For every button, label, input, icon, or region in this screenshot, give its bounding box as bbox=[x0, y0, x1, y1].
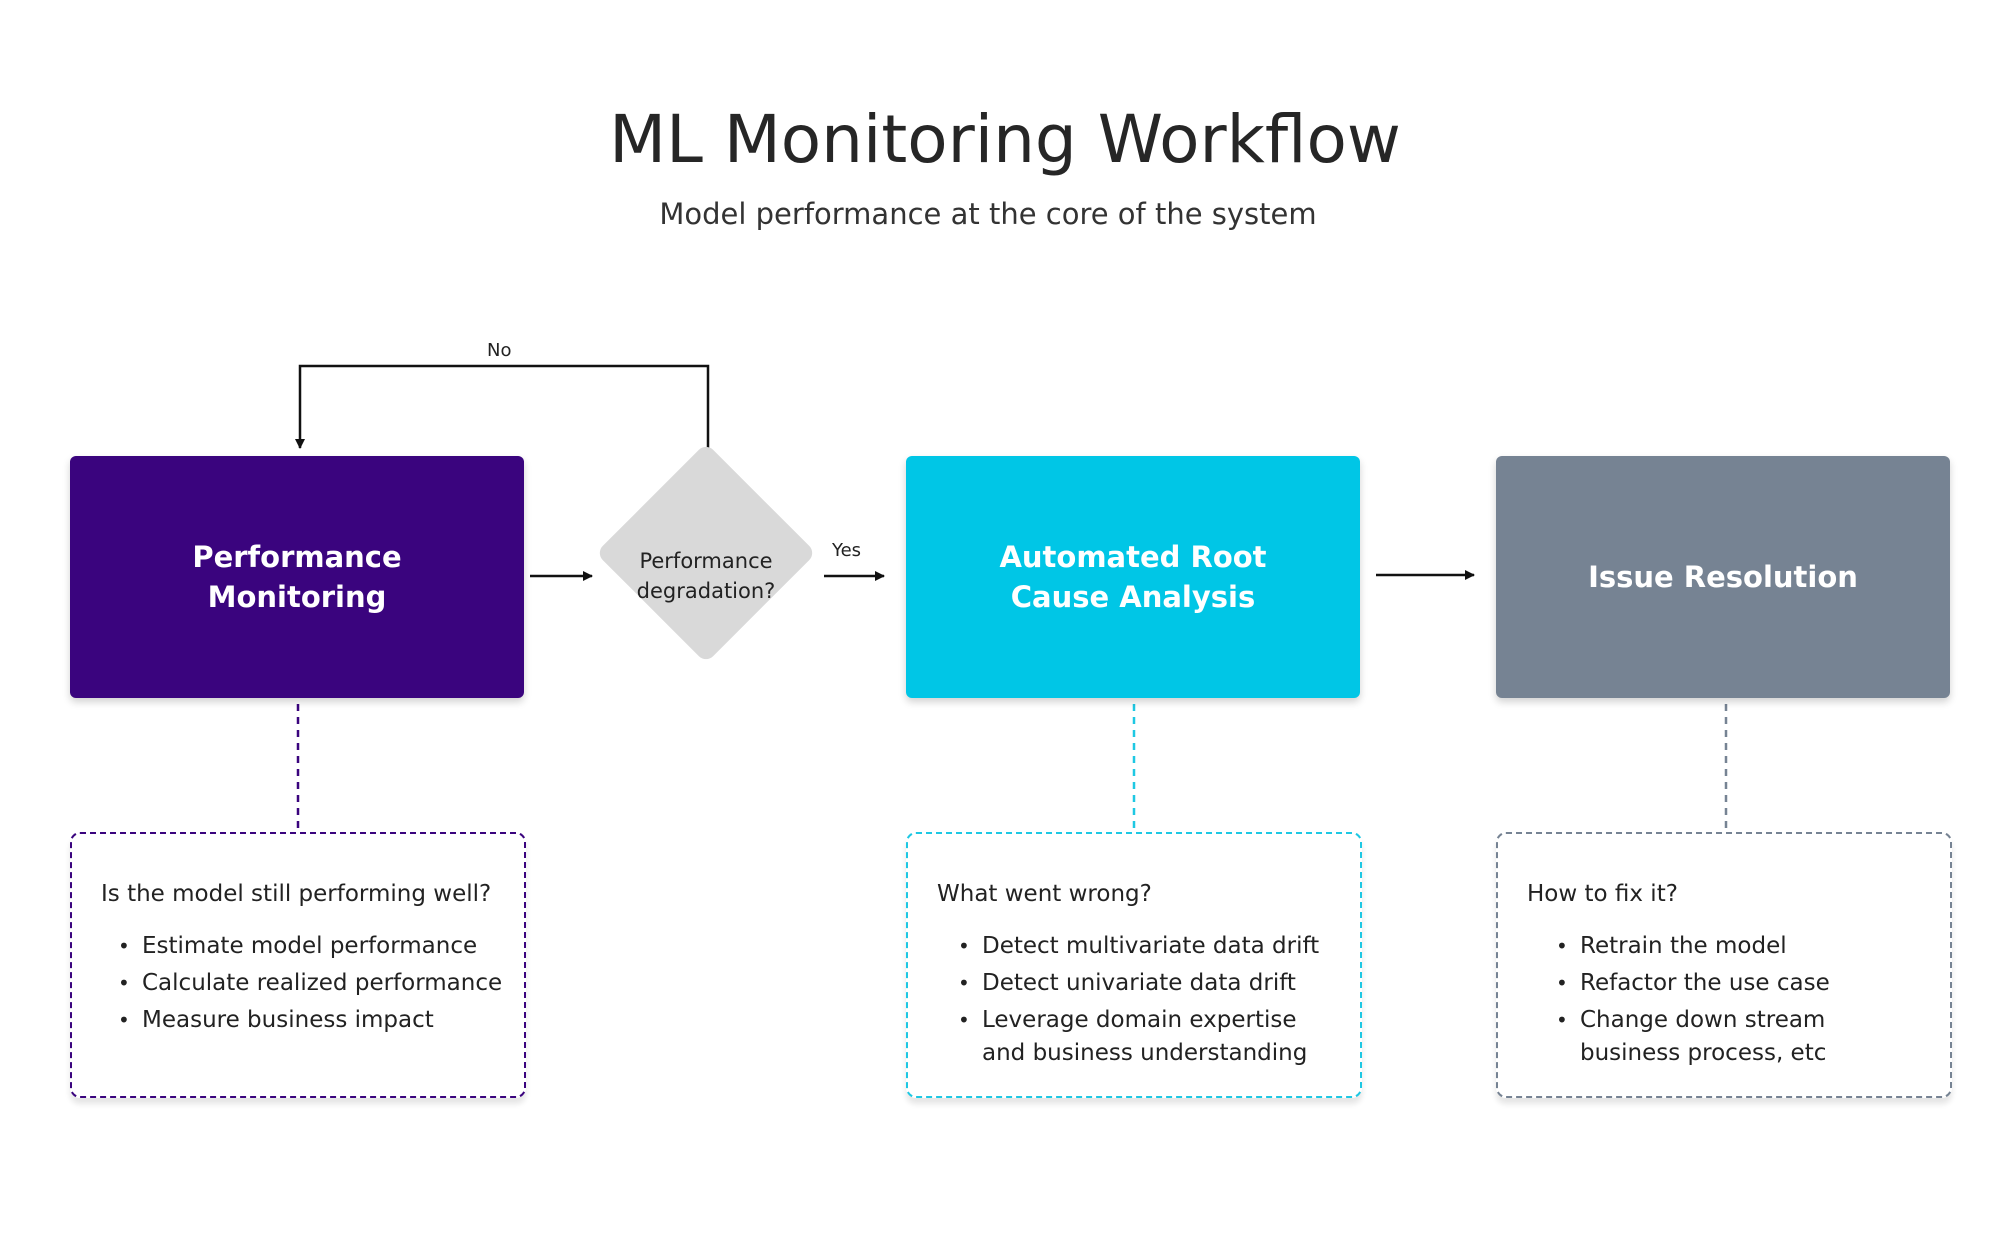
list-item: Refactor the use case bbox=[1556, 967, 1830, 1000]
step-label: Issue Resolution bbox=[1588, 560, 1858, 594]
list-item: Change down stream business process, etc bbox=[1556, 1004, 1830, 1070]
no-label: No bbox=[487, 340, 512, 361]
step-performance-monitoring: Performance Monitoring bbox=[70, 456, 524, 698]
detail-list: Estimate model performance Calculate rea… bbox=[118, 930, 502, 1041]
list-item: Retrain the model bbox=[1556, 930, 1830, 963]
list-item: Detect univariate data drift bbox=[958, 967, 1319, 1000]
no-loop-arrow bbox=[295, 364, 710, 458]
step-label: Automated Root Cause Analysis bbox=[999, 540, 1267, 614]
detail-question: What went wrong? bbox=[937, 881, 1152, 907]
list-item: Estimate model performance bbox=[118, 930, 502, 963]
yes-label: Yes bbox=[832, 540, 862, 561]
detail-question: How to fix it? bbox=[1527, 881, 1678, 907]
step-root-cause-analysis: Automated Root Cause Analysis bbox=[906, 456, 1360, 698]
detail-question: Is the model still performing well? bbox=[101, 881, 492, 907]
list-item: Calculate realized performance bbox=[118, 967, 502, 1000]
step-label: Performance Monitoring bbox=[192, 540, 402, 614]
list-item: Leverage domain expertise and business u… bbox=[958, 1004, 1319, 1070]
detail-panel-monitoring: Is the model still performing well? Esti… bbox=[70, 832, 526, 1098]
detail-panel-rca: What went wrong? Detect multivariate dat… bbox=[906, 832, 1362, 1098]
list-item: Measure business impact bbox=[118, 1004, 502, 1037]
detail-list: Retrain the model Refactor the use case … bbox=[1556, 930, 1830, 1074]
diagram-subtitle: Model performance at the core of the sys… bbox=[659, 197, 1317, 231]
detail-list: Detect multivariate data drift Detect un… bbox=[958, 930, 1319, 1074]
diagram-title: ML Monitoring Workflow bbox=[609, 101, 1401, 178]
decision-label: Performance degradation? bbox=[636, 549, 776, 603]
step-issue-resolution: Issue Resolution bbox=[1496, 456, 1950, 698]
detail-panel-resolution: How to fix it? Retrain the model Refacto… bbox=[1496, 832, 1952, 1098]
list-item: Detect multivariate data drift bbox=[958, 930, 1319, 963]
